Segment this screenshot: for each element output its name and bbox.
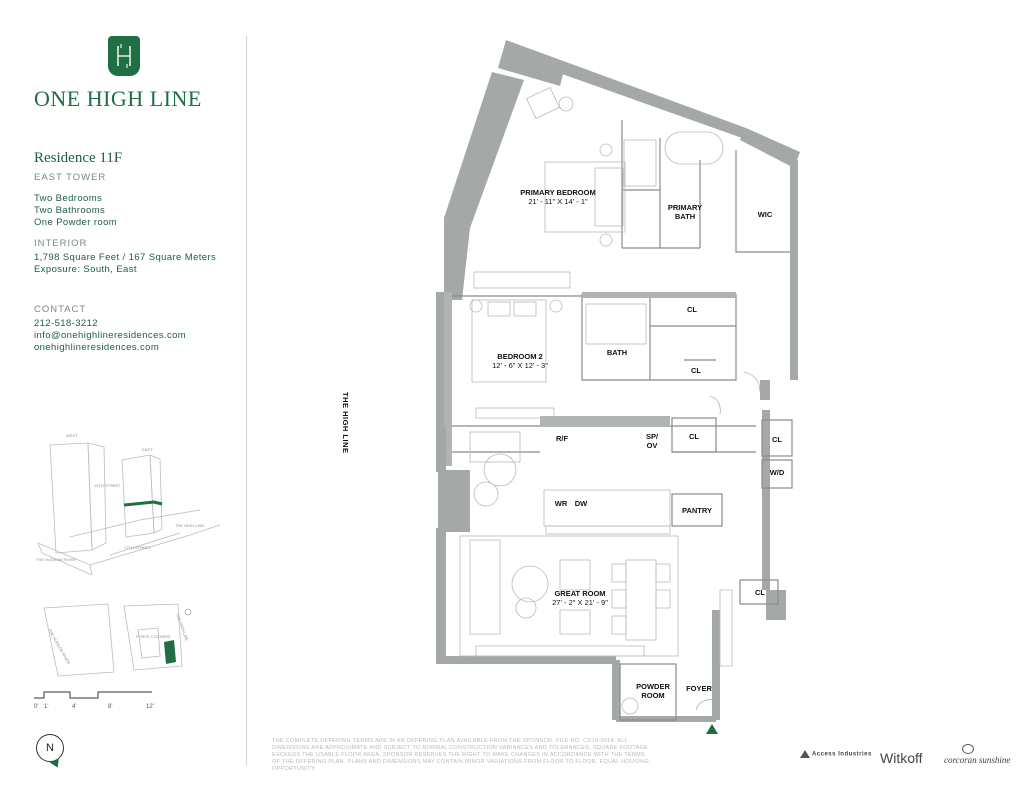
room-closet: CL — [687, 305, 697, 314]
site-marker-icon — [184, 608, 192, 616]
exterior-walls — [436, 40, 800, 722]
axon-west-label: WEST — [66, 433, 78, 438]
area-text: 1,798 Square Feet / 167 Square Meters — [34, 252, 217, 263]
room-dimension: 21' - 11" X 14' - 1" — [528, 197, 588, 206]
site-porte-label: PORTE COCHERE — [136, 634, 171, 639]
tower-label: EAST TOWER — [34, 172, 107, 183]
floor-plan — [436, 40, 800, 734]
room-name: GREAT ROOM — [554, 589, 606, 598]
scale-label: 8' — [108, 704, 113, 710]
room-primary-bedroom: PRIMARY BEDROOM 21' - 11" X 14' - 1" — [505, 188, 611, 206]
room-closet: CL — [755, 588, 765, 597]
phone-link[interactable]: 212-518-3212 — [34, 318, 98, 329]
room-pantry: PANTRY — [682, 506, 712, 515]
email-link[interactable]: info@onehighlineresidences.com — [34, 330, 187, 341]
axon-east-label: EAST — [142, 447, 153, 452]
room-foyer: FOYER — [686, 684, 712, 693]
site-high-line-label: THE HIGH LINE — [175, 613, 190, 642]
appliance-wine-refrigerator: WR — [554, 499, 568, 508]
sheet-divider — [246, 36, 247, 766]
compass-label: N — [46, 742, 54, 754]
appliance-refrigerator: R/F — [555, 434, 569, 443]
room-name: BEDROOM 2 — [497, 352, 543, 361]
room-closet: CL — [772, 435, 782, 444]
door-swings — [695, 371, 761, 711]
room-powder-room: POWDER ROOM — [636, 682, 670, 700]
axon-17th-street-label: 17TH STREET — [124, 545, 151, 550]
rooms-summary: Two Bedrooms Two Bathrooms One Powder ro… — [34, 193, 117, 229]
appliance-dishwasher: DW — [574, 499, 588, 508]
scale-label: 12' — [146, 704, 154, 710]
interior-heading: INTERIOR — [34, 238, 88, 249]
axon-10th-street-label: 10TH STREET — [94, 483, 121, 488]
site-plan: THE HUDSON RIVER PORTE COCHERE THE HIGH … — [43, 603, 192, 677]
room-bedroom-2: BEDROOM 2 12' - 6" X 12' - 3" — [480, 352, 560, 370]
room-wic: WIC — [757, 210, 773, 219]
partner-name: Access Industries — [811, 751, 872, 758]
partner-access-industries: Access Industries — [800, 750, 872, 758]
scale-label: 1' — [44, 704, 49, 710]
residence-title: Residence 11F — [34, 150, 123, 166]
room-primary-bath: PRIMARY BATH — [667, 203, 703, 221]
partner-witkoff: Witkoff — [880, 750, 923, 766]
scale-label: 4' — [72, 704, 77, 710]
room-great-room: GREAT ROOM 27' - 2" X 21' - 9" — [540, 589, 620, 607]
site-highlight — [164, 640, 176, 664]
dark-partitions — [444, 292, 736, 466]
contact-info: 212-518-3212 info@onehighlineresidences.… — [34, 318, 186, 354]
room-closet: CL — [691, 366, 701, 375]
partner-name: corcoran sunshine — [944, 755, 1011, 765]
room-dimension: 12' - 6" X 12' - 3" — [492, 361, 548, 370]
site-hudson-label: THE HUDSON RIVER — [47, 628, 71, 665]
rooms-summary-line: One Powder room — [34, 217, 118, 228]
corcoran-logo-icon — [962, 744, 974, 754]
high-line-label: THE HIGH LINE — [341, 392, 350, 454]
entry-marker-icon — [706, 724, 718, 734]
axon-hudson-label: THE HUDSON RIVER — [36, 557, 76, 562]
room-dimension: 27' - 2" X 21' - 9" — [552, 598, 608, 607]
partner-corcoran: corcoran sunshine — [944, 755, 1010, 765]
legal-disclaimer: The complete offering terms are in an of… — [272, 738, 650, 772]
building-axonometric: WEST EAST 10TH STREET 17TH STREET THE HI… — [36, 433, 221, 575]
rooms-summary-line: Two Bathrooms — [34, 205, 106, 216]
access-logo-icon — [800, 750, 810, 758]
scale-label: 0' — [34, 704, 39, 710]
interior-walls — [446, 120, 793, 721]
rooms-summary-line: Two Bedrooms — [34, 193, 103, 204]
logo-icon — [117, 44, 131, 68]
brand-name: ONE HIGH LINE — [34, 86, 202, 111]
appliance-stove-oven: SP/ OV — [645, 432, 659, 450]
room-bath: BATH — [606, 348, 628, 357]
axon-high-line-label: THE HIGH LINE — [175, 523, 204, 528]
contact-heading: CONTACT — [34, 304, 87, 315]
compass-icon: N — [36, 734, 64, 762]
furniture — [459, 87, 733, 715]
room-name: PRIMARY BEDROOM — [520, 188, 596, 197]
room-washer-dryer: W/D — [769, 468, 785, 477]
interior-info: 1,798 Square Feet / 167 Square Meters Ex… — [34, 252, 216, 276]
website-link[interactable]: onehighlineresidences.com — [34, 342, 160, 353]
exposure-text: Exposure: South, East — [34, 264, 137, 275]
room-closet: CL — [689, 432, 699, 441]
brand-logo-mark — [108, 36, 140, 76]
scale-bar — [34, 691, 152, 699]
unit-highlight — [123, 500, 163, 507]
